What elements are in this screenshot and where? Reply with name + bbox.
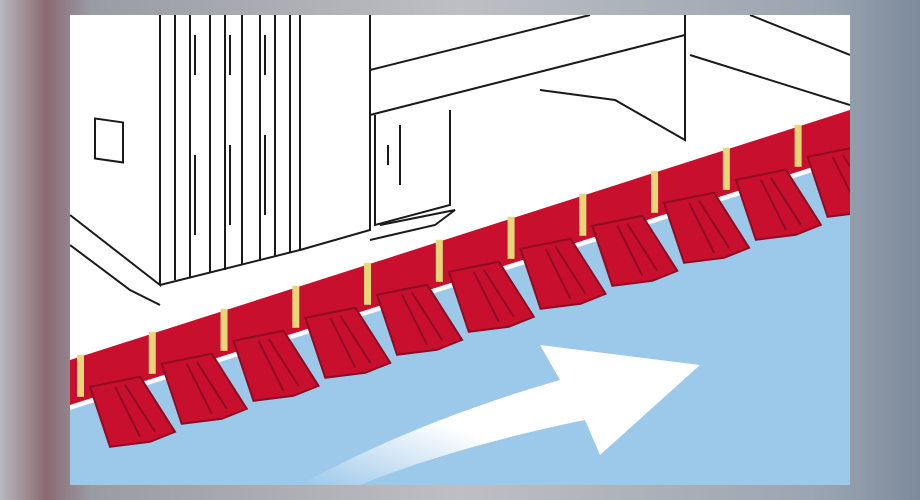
barrier-joint: [292, 285, 300, 328]
barrier-rib: [329, 315, 372, 369]
barrier-joint: [435, 239, 443, 282]
flood-barrier-icon: [70, 110, 850, 448]
barrier-joint: [579, 193, 587, 236]
illustration-svg: [70, 15, 850, 485]
barrier-rib: [472, 269, 515, 323]
barrier-unit: [806, 147, 850, 218]
barrier-rib: [114, 384, 156, 438]
flood-barrier-illustration: [70, 15, 850, 485]
barrier-rib: [688, 200, 730, 254]
barrier-joint: [77, 354, 84, 397]
barrier-rib: [257, 338, 300, 392]
barrier-rib: [759, 177, 802, 231]
barrier-joint: [364, 262, 372, 305]
barrier-joint: [651, 170, 659, 213]
barrier-rib: [831, 154, 850, 194]
barrier-joint: [507, 216, 515, 259]
barrier-rib: [544, 246, 587, 300]
building-icon: [70, 15, 850, 306]
barrier-rib: [401, 292, 443, 346]
flow-arrow-icon: [300, 345, 700, 485]
barrier-joint: [794, 124, 802, 167]
barrier-rib: [185, 361, 228, 415]
barrier-rib: [616, 223, 659, 277]
barrier-joint: [722, 147, 730, 190]
barrier-joint: [220, 308, 228, 351]
barrier-joint: [148, 331, 156, 374]
